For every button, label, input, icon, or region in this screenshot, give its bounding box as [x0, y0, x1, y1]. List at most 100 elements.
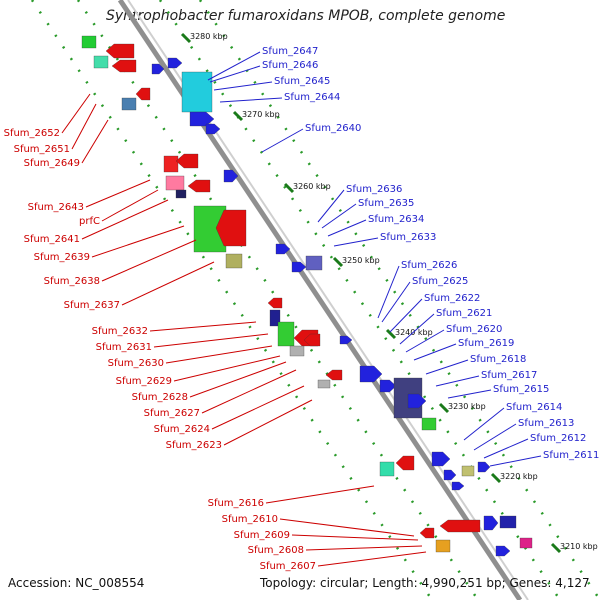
forward-gene-glyph — [443, 469, 457, 481]
reverse-gene-leader — [91, 225, 185, 258]
forward-gene-leader — [317, 189, 345, 223]
forward-gene-label: Sfum_2635 — [358, 198, 414, 209]
kbp-tick — [550, 542, 562, 554]
reverse-gene-label: Sfum_2638 — [44, 276, 100, 287]
reverse-gene-leader — [153, 333, 269, 348]
forward-gene-glyph — [205, 123, 221, 135]
reverse-gene-label: Sfum_2641 — [24, 234, 80, 245]
kbp-label: 3270 kbp — [242, 110, 280, 119]
reverse-gene-glyph — [135, 87, 151, 101]
reverse-gene-glyph — [395, 455, 415, 471]
forward-gene-glyph — [431, 451, 451, 467]
forward-gene-leader — [321, 203, 357, 229]
reverse-gene-glyph — [225, 253, 243, 269]
reverse-gene-leader — [189, 361, 287, 398]
reverse-gene-glyph — [175, 153, 199, 169]
guide-track-outer-right — [198, 0, 600, 600]
reverse-gene-glyph — [435, 539, 451, 553]
forward-gene-leader — [219, 97, 283, 103]
kbp-tick — [180, 32, 192, 44]
forward-gene-glyph — [291, 261, 307, 273]
kbp-tick — [232, 110, 244, 122]
reverse-gene-leader — [149, 321, 257, 332]
forward-gene-glyph — [189, 111, 215, 127]
accession-text: Accession: NC_008554 — [8, 576, 145, 590]
forward-gene-glyph — [451, 481, 465, 491]
kbp-label: 3220 kbp — [500, 472, 538, 481]
forward-gene-label: Sfum_2617 — [481, 370, 537, 381]
reverse-gene-label: prfC — [79, 216, 100, 227]
forward-gene-label: Sfum_2647 — [262, 46, 318, 57]
kbp-tick — [438, 402, 450, 414]
reverse-gene-leader — [165, 345, 273, 364]
reverse-gene-glyph — [439, 519, 481, 533]
reverse-gene-glyph — [303, 333, 321, 347]
forward-gene-label: Sfum_2644 — [284, 92, 340, 103]
reverse-gene-label: Sfum_2637 — [64, 300, 120, 311]
forward-gene-glyph — [379, 379, 397, 393]
reverse-gene-glyph — [165, 175, 185, 191]
forward-gene-glyph — [519, 537, 533, 549]
reverse-gene-glyph — [215, 209, 247, 247]
forward-gene-leader — [207, 51, 261, 81]
reverse-gene-glyph — [81, 35, 97, 49]
reverse-gene-glyph — [289, 345, 305, 357]
forward-gene-label: Sfum_2615 — [493, 384, 549, 395]
forward-gene-leader — [389, 298, 423, 333]
reverse-gene-label: Sfum_2623 — [166, 440, 222, 451]
forward-gene-leader — [435, 375, 480, 387]
kbp-tick — [332, 256, 344, 268]
reverse-gene-glyph — [419, 527, 435, 539]
forward-gene-glyph — [495, 545, 511, 557]
forward-gene-leader — [377, 265, 400, 319]
forward-gene-label: Sfum_2612 — [530, 433, 586, 444]
reverse-gene-leader — [81, 119, 109, 164]
forward-gene-label: Sfum_2613 — [518, 418, 574, 429]
reverse-gene-leader — [265, 485, 375, 504]
forward-gene-leader — [483, 438, 529, 459]
reverse-gene-glyph — [121, 97, 137, 111]
forward-gene-leader — [399, 313, 435, 345]
reverse-gene-leader — [305, 545, 423, 551]
forward-gene-leader — [473, 423, 517, 451]
reverse-gene-label: Sfum_2616 — [208, 498, 264, 509]
reverse-gene-label: Sfum_2643 — [28, 202, 84, 213]
reverse-gene-leader — [71, 103, 97, 150]
forward-gene-label: Sfum_2614 — [506, 402, 562, 413]
map-title: Syntrophobacter fumaroxidans MPOB, compl… — [106, 8, 506, 24]
forward-gene-glyph — [151, 63, 165, 75]
reverse-gene-leader — [279, 518, 415, 537]
forward-gene-label: Sfum_2622 — [424, 293, 480, 304]
reverse-gene-glyph — [277, 321, 295, 347]
kbp-label: 3280 kbp — [190, 32, 228, 41]
reverse-gene-label: Sfum_2651 — [14, 144, 70, 155]
reverse-gene-glyph — [379, 461, 395, 477]
forward-gene-glyph — [359, 365, 383, 383]
forward-gene-label: Sfum_2640 — [305, 123, 361, 134]
forward-gene-leader — [209, 65, 261, 83]
reverse-gene-label: Sfum_2630 — [108, 358, 164, 369]
forward-gene-glyph — [305, 255, 323, 271]
reverse-gene-leader — [85, 179, 151, 208]
kbp-label: 3230 kbp — [448, 402, 486, 411]
reverse-gene-glyph — [267, 297, 283, 309]
forward-gene-label: Sfum_2621 — [436, 308, 492, 319]
forward-gene-glyph — [461, 465, 475, 477]
reverse-gene-leader — [101, 239, 197, 282]
reverse-gene-glyph — [111, 59, 137, 73]
reverse-gene-leader — [201, 369, 297, 414]
forward-gene-leader — [333, 237, 379, 247]
forward-gene-label: Sfum_2633 — [380, 232, 436, 243]
reverse-gene-leader — [61, 93, 91, 134]
kbp-label: 3250 kbp — [342, 256, 380, 265]
guide-track-inner-right — [158, 0, 562, 600]
reverse-gene-leader — [121, 261, 215, 306]
reverse-gene-label: Sfum_2624 — [154, 424, 210, 435]
forward-gene-glyph — [407, 393, 427, 409]
reverse-gene-label: Sfum_2631 — [96, 342, 152, 353]
reverse-gene-label: Sfum_2652 — [4, 128, 60, 139]
forward-gene-label: Sfum_2611 — [543, 450, 599, 461]
reverse-gene-glyph — [163, 155, 179, 173]
reverse-gene-label: Sfum_2609 — [234, 530, 290, 541]
